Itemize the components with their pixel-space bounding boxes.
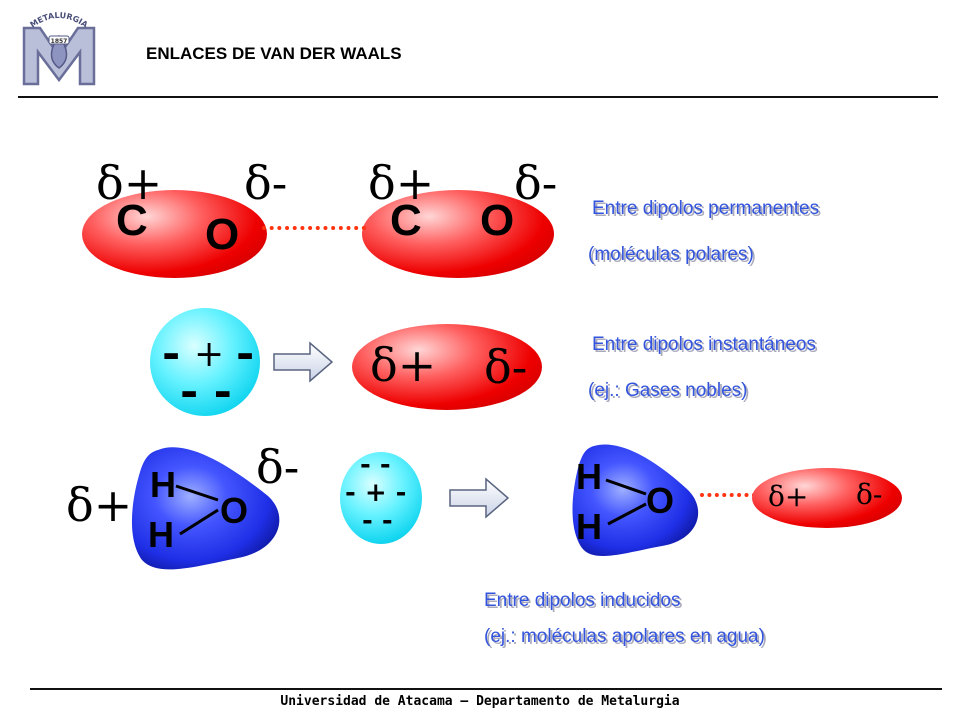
hydrogen-atom: H: [148, 514, 174, 555]
induced-bond: [700, 493, 756, 497]
van-der-waals-bond: [262, 226, 366, 230]
footer-divider: [30, 688, 942, 690]
water-molecule-left: [131, 447, 280, 570]
delta-plus-label: δ+: [66, 478, 133, 532]
instantaneous-dipole: [352, 324, 542, 410]
logo-m-icon: [22, 26, 96, 86]
noble-gas-atom: [150, 308, 260, 416]
charge-plus: +: [194, 334, 225, 375]
charge-minus-pair: - -: [362, 506, 393, 536]
charge-minus-plus-minus: - + -: [345, 478, 407, 508]
delta-minus-label: δ-: [256, 440, 300, 494]
footer-text: Universidad de Atacama – Departamento de…: [280, 694, 680, 709]
carbon-atom-left: C: [116, 196, 148, 245]
co-molecule-right: [362, 190, 554, 278]
delta-plus-label: δ+: [96, 156, 163, 210]
charge-minus-pair: - -: [180, 366, 232, 417]
delta-minus-label: δ-: [514, 156, 558, 210]
logo-year: 1857: [51, 38, 68, 45]
water-molecule-right: [572, 444, 699, 556]
oxygen-atom: O: [646, 480, 675, 521]
note-apolar-in-water: (ej.: moléculas apolares en agua): [484, 626, 765, 647]
apolar-atom: [340, 452, 422, 544]
charge-minus: -: [162, 328, 181, 379]
oxygen-atom-right: O: [480, 196, 515, 245]
charge-minus: -: [236, 328, 255, 379]
delta-minus-label: δ-: [244, 156, 288, 210]
note-polar-molecules: (moléculas polares): [588, 244, 754, 265]
metalurgia-logo: METALURGIA 1857: [22, 11, 96, 86]
page-title: ENLACES DE VAN DER WAALS: [146, 44, 402, 63]
delta-plus-label: δ+: [368, 156, 435, 210]
arrow-right-icon: [449, 477, 510, 519]
delta-plus-label: δ+: [370, 338, 437, 392]
induced-dipole: [752, 468, 902, 528]
delta-plus-label: δ+: [768, 480, 809, 513]
header-divider: [18, 96, 938, 98]
delta-minus-label: δ-: [856, 478, 883, 511]
hydrogen-atom: H: [576, 506, 602, 547]
delta-minus-label: δ-: [484, 340, 528, 394]
note-induced-dipoles: Entre dipolos inducidos: [484, 590, 681, 611]
charge-minus-pair: - -: [360, 450, 391, 480]
note-instantaneous-dipoles: Entre dipolos instantáneos: [592, 334, 816, 355]
note-noble-gases: (ej.: Gases nobles): [588, 380, 748, 401]
co-molecule-left: [82, 190, 267, 278]
hydrogen-atom: H: [150, 464, 176, 505]
oxygen-atom: O: [220, 490, 249, 531]
hydrogen-atom: H: [576, 456, 602, 497]
note-permanent-dipoles: Entre dipolos permanentes: [592, 198, 820, 219]
carbon-atom-right: C: [390, 196, 422, 245]
oxygen-atom-left: O: [205, 210, 240, 259]
arrow-right-icon: [273, 341, 334, 383]
